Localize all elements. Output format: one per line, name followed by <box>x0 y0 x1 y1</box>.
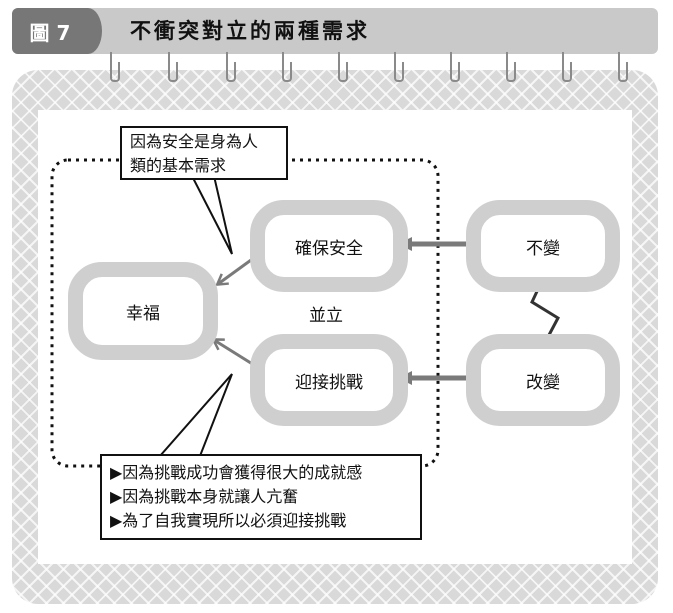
reason-item: ▶因為挑戰本身就讓人亢奮 <box>110 487 299 506</box>
binder-ring <box>338 52 348 82</box>
top-callout: 因為安全是身為人 類的基本需求 <box>120 126 288 180</box>
node-unchanged-label: 不變 <box>526 238 560 259</box>
binder-ring <box>110 52 120 82</box>
node-security-label: 確保安全 <box>295 238 363 259</box>
bottom-callout: ▶因為挑戰成功會獲得很大的成就感 ▶因為挑戰本身就讓人亢奮 ▶為了自我實現所以必… <box>100 454 422 540</box>
node-unchanged: 不變 <box>466 200 620 292</box>
node-happiness-label: 幸福 <box>126 303 160 324</box>
binder-ring <box>450 52 460 82</box>
binder-ring <box>168 52 178 82</box>
figure-number: 圖 7 <box>29 20 71 45</box>
node-security: 確保安全 <box>250 200 408 292</box>
node-challenge-label: 迎接挑戰 <box>295 372 363 393</box>
figure-title: 不衝突對立的兩種需求 <box>130 19 370 43</box>
top-callout-pointer <box>190 175 233 255</box>
binder-ring <box>282 52 292 82</box>
binder-ring <box>394 52 404 82</box>
binder-ring <box>506 52 516 82</box>
binder-ring <box>562 52 572 82</box>
top-callout-line: 因為安全是身為人 <box>130 132 259 151</box>
figure-header-bar <box>12 8 658 54</box>
binder-ring <box>226 52 236 82</box>
node-challenge: 迎接挑戰 <box>250 334 408 426</box>
node-change-label: 改變 <box>526 372 560 393</box>
coexist-label: 並立 <box>309 306 343 326</box>
node-change: 改變 <box>466 334 620 426</box>
reason-item: ▶為了自我實現所以必須迎接挑戰 <box>110 511 347 530</box>
node-happiness: 幸福 <box>68 262 218 360</box>
top-callout-line: 類的基本需求 <box>130 156 227 175</box>
binder-ring <box>618 52 628 82</box>
bottom-callout-pointer <box>157 373 233 457</box>
figure-number-badge: 圖 7 <box>12 8 102 54</box>
reason-item: ▶因為挑戰成功會獲得很大的成就感 <box>110 463 363 482</box>
